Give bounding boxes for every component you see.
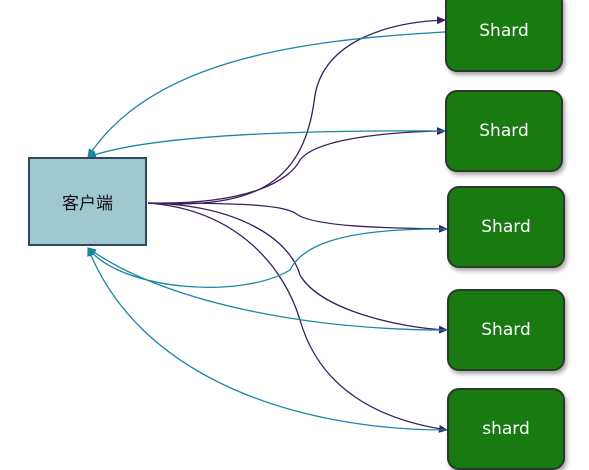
client-node: 客户端 [28, 157, 147, 246]
shard-label: Shard [479, 21, 529, 41]
shard-node-2: Shard [445, 90, 563, 172]
response-edge-shard-5 [87, 247, 448, 431]
request-edge-shard-2 [147, 127, 446, 204]
response-edge-shard-3 [87, 228, 448, 288]
request-edge-shard-5 [147, 202, 448, 433]
shard-label: shard [482, 419, 530, 439]
shard-label: Shard [481, 217, 531, 237]
response-edge-shard-4 [87, 247, 448, 331]
shard-node-1: Shard [445, 0, 563, 72]
shard-label: Shard [481, 320, 531, 340]
shard-node-4: Shard [447, 289, 565, 371]
response-edge-shard-2 [87, 130, 446, 159]
request-edge-shard-3 [147, 202, 448, 233]
request-edge-shard-4 [147, 202, 448, 334]
shard-label: Shard [479, 121, 529, 141]
shard-node-3: Shard [447, 186, 565, 268]
client-label: 客户端 [62, 194, 113, 214]
response-edge-shard-1 [87, 31, 446, 158]
request-edge-shard-1 [147, 16, 446, 205]
shard-node-5: shard [447, 388, 565, 470]
